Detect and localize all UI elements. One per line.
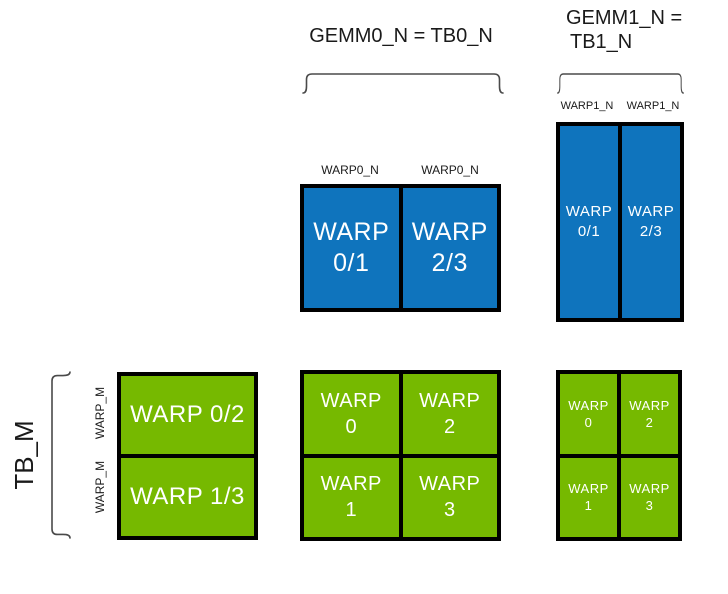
warp-m-label-top: WARP_M xyxy=(93,386,107,440)
warp-cell-line2: 3 xyxy=(645,498,654,514)
left-bracket-icon xyxy=(51,371,71,539)
green-right-block: WARP 0 WARP 2 WARP 1 WARP 3 xyxy=(556,370,682,541)
top-bracket-icon xyxy=(557,73,684,94)
top-bracket-icon xyxy=(302,73,504,94)
warp-cell-line1: WARP xyxy=(568,397,609,413)
blue-tall-block: WARP 0/1 WARP 2/3 xyxy=(556,122,684,322)
warp-cell-line1: WARP xyxy=(629,481,670,497)
warp-cell-line1: WARP xyxy=(627,203,675,220)
green-left-block: WARP 0/2 WARP 1/3 xyxy=(117,372,258,540)
green-right-cell-warp0: WARP 0 xyxy=(560,374,617,454)
warp-cell-line1: WARP xyxy=(320,473,382,496)
green-mid-block: WARP 0 WARP 2 WARP 1 WARP 3 xyxy=(300,370,501,541)
tb-m-bracket xyxy=(49,371,71,539)
warp-cell-label: WARP 0/2 xyxy=(130,401,245,428)
green-mid-cell-warp0: WARP 0 xyxy=(304,374,399,454)
tb0-n-bracket xyxy=(302,71,504,94)
warp-m-label-bottom: WARP_M xyxy=(93,460,107,514)
green-mid-cell-warp1: WARP 1 xyxy=(304,457,399,537)
warp-cell-line2: 1 xyxy=(584,498,593,514)
gemm1-n-label-line1: GEMM1_N = xyxy=(566,7,683,29)
warp0-n-label-left: WARP0_N xyxy=(321,163,379,177)
gemm0-n-label: GEMM0_N = TB0_N xyxy=(309,25,493,47)
green-mid-cell-warp2: WARP 2 xyxy=(402,374,497,454)
blue-tall-cell-warp01: WARP 0/1 xyxy=(560,126,618,318)
warp-cell-line1: WARP xyxy=(320,389,382,412)
warp-cell-line1: WARP xyxy=(419,389,481,412)
tb1-n-bracket xyxy=(557,71,684,94)
green-right-cell-warp2: WARP 2 xyxy=(621,374,678,454)
warp-cell-line2: 0 xyxy=(584,414,593,430)
blue-wide-cell-warp01: WARP 0/1 xyxy=(304,188,399,308)
tb-m-label: TB_M xyxy=(9,420,39,490)
warp0-n-label-right: WARP0_N xyxy=(421,163,479,177)
warp-cell-line2: 3 xyxy=(443,499,456,522)
warp-cell-line2: 0 xyxy=(345,415,358,438)
green-right-cell-warp1: WARP 1 xyxy=(560,457,617,537)
green-right-cell-warp3: WARP 3 xyxy=(621,457,678,537)
warp-cell-line1: WARP xyxy=(411,218,488,246)
warp1-n-label-right: WARP1_N xyxy=(626,100,680,112)
warp-cell-line1: WARP xyxy=(568,481,609,497)
green-left-cell-warp13: WARP 1/3 xyxy=(121,458,254,536)
warp-cell-line1: WARP xyxy=(313,218,390,246)
warp-cell-line1: WARP xyxy=(629,397,670,413)
warp-cell-line2: 2 xyxy=(645,414,654,430)
gemm1-n-label-line2: TB1_N xyxy=(570,31,633,53)
green-left-cell-warp02: WARP 0/2 xyxy=(121,376,254,454)
blue-wide-block: WARP 0/1 WARP 2/3 xyxy=(300,184,501,312)
warp-cell-line2: 2/3 xyxy=(431,249,468,277)
warp-cell-line2: 0/1 xyxy=(333,249,370,277)
green-mid-cell-warp3: WARP 3 xyxy=(402,457,497,537)
warp-cell-line1: WARP xyxy=(565,203,613,220)
warp-cell-label: WARP 1/3 xyxy=(130,483,245,510)
warp-cell-line2: 2/3 xyxy=(639,223,663,240)
gemm1-n-label: GEMM1_N = TB1_N xyxy=(566,6,716,54)
warp-cell-line1: WARP xyxy=(419,473,481,496)
warp-cell-line2: 1 xyxy=(345,499,358,522)
blue-tall-cell-warp23: WARP 2/3 xyxy=(622,126,680,318)
warp-cell-line2: 0/1 xyxy=(577,223,601,240)
warp1-n-label-left: WARP1_N xyxy=(560,100,614,112)
warp-cell-line2: 2 xyxy=(443,415,456,438)
blue-wide-cell-warp23: WARP 2/3 xyxy=(402,188,497,308)
